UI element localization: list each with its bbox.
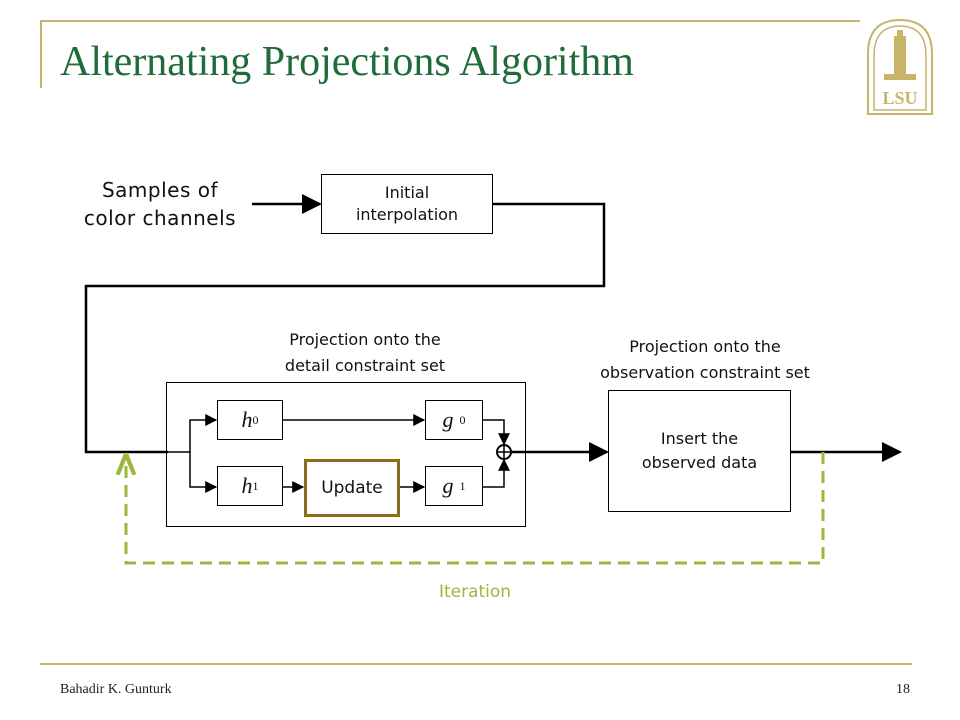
observation-label-line1: Projection onto the [629,337,781,356]
insert-box-line1: Insert the [660,429,739,448]
input-label: Samples of color channels [60,176,260,232]
initial-box-line2: interpolation [355,205,459,224]
insert-box-line2: observed data [641,453,758,472]
author-name: Bahadir K. Gunturk [60,682,172,697]
update-label: Update [321,478,383,498]
input-label-line1: Samples of [101,178,219,202]
observation-constraint-label: Projection onto the observation constrai… [570,334,840,386]
detail-projection-block [166,382,526,527]
insert-observed-data-box: Insert the observed data [608,390,791,512]
iteration-loop [126,452,825,565]
slide-title: Alternating Projections Algorithm [60,39,634,85]
lsu-logo: LSU [867,18,933,115]
g1-subscript: 1 [459,478,466,493]
h0-symbol: h [241,407,253,432]
title-rule-left [40,20,42,88]
initial-interpolation-box: Initial interpolation [321,174,493,234]
h1-symbol: h [241,473,253,498]
title-rule-top [40,20,860,22]
initial-box-line1: Initial [384,183,430,202]
footer-rule [40,663,912,665]
detail-label-line1: Projection onto the [289,330,441,349]
page-number: 18 [896,682,910,697]
detail-label-line2: detail constraint set [284,356,446,375]
detail-constraint-label: Projection onto the detail constraint se… [240,327,490,379]
g1-symbol: g [442,473,454,498]
iteration-label: Iteration [438,582,512,602]
g0-symbol: g [442,407,454,432]
feedback-path [84,202,606,454]
h0-subscript: 0 [252,412,259,427]
g0-subscript: 0 [459,412,466,427]
update-box: Update [304,459,400,517]
h1-subscript: 1 [252,478,259,493]
input-label-line2: color channels [83,206,237,230]
lsu-logo-text: LSU [882,88,917,108]
observation-label-line2: observation constraint set [600,363,810,382]
